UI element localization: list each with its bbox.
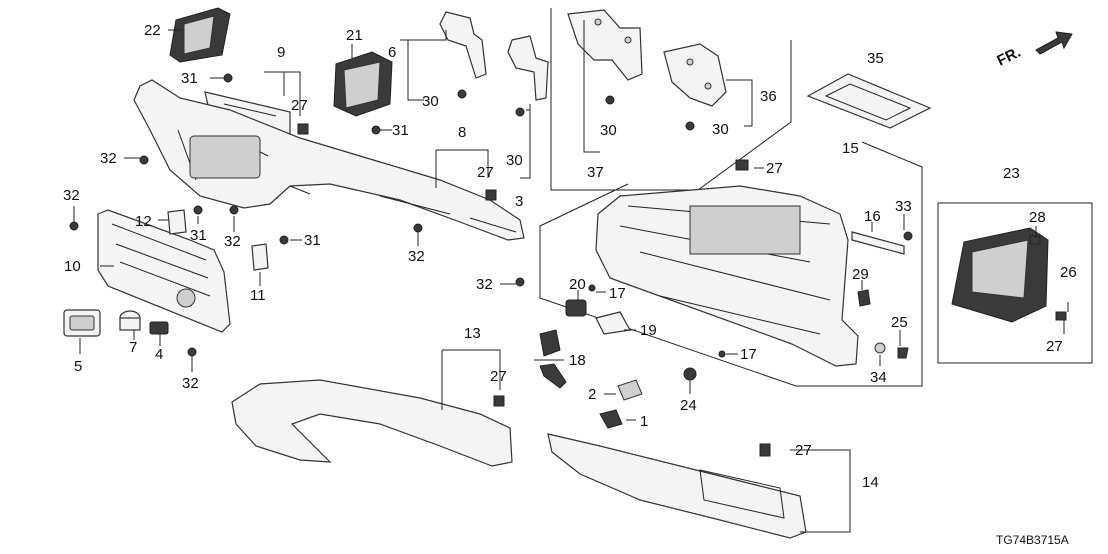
callout-35: 35 [867, 50, 884, 67]
striker-part-19 [595, 311, 631, 335]
side-vent-part-22 [169, 7, 231, 63]
callout-10: 10 [64, 258, 81, 275]
callout-1: 1 [640, 413, 648, 430]
callout-31c: 31 [190, 227, 207, 244]
callout-33: 33 [895, 198, 912, 215]
callout-4: 4 [155, 346, 163, 363]
switch-part-4 [149, 321, 169, 335]
bolt-part-24 [683, 367, 697, 381]
callout-24: 24 [680, 397, 697, 414]
bracket-part-6 [439, 11, 487, 79]
glove-box-part-15 [595, 185, 859, 367]
callout-21: 21 [346, 27, 363, 44]
callout-7: 7 [129, 339, 137, 356]
callout-12: 12 [135, 213, 152, 230]
callout-31a: 31 [181, 70, 198, 87]
knob-part-7 [119, 310, 141, 331]
callout-18: 18 [569, 352, 586, 369]
callout-32f: 32 [182, 375, 199, 392]
clip-part-12 [167, 209, 187, 235]
callout-32e: 32 [476, 276, 493, 293]
callout-13: 13 [464, 325, 481, 342]
callout-34: 34 [870, 369, 887, 386]
callout-31b: 31 [392, 122, 409, 139]
callout-17a: 17 [609, 285, 626, 302]
callout-27a: 27 [291, 97, 308, 114]
bracket-part-37 [567, 9, 643, 81]
callout-36: 36 [760, 88, 777, 105]
callout-28: 28 [1029, 209, 1046, 226]
callout-26: 26 [1060, 264, 1077, 281]
callout-32c: 32 [224, 233, 241, 250]
bracket-part-11 [251, 243, 269, 271]
lock-cylinder-part-18 [539, 329, 567, 389]
callout-30b: 30 [506, 152, 523, 169]
clip-part-27 [297, 123, 1067, 457]
instrument-panel-upper [133, 79, 525, 241]
callout-32a: 32 [100, 150, 117, 167]
callout-30c: 30 [600, 122, 617, 139]
callout-8: 8 [458, 124, 466, 141]
lower-cover-part-14 [547, 433, 807, 539]
callout-6: 6 [388, 44, 396, 61]
callout-9: 9 [277, 44, 285, 61]
screws [69, 73, 913, 358]
latch-part-20 [565, 299, 587, 317]
center-vent-part-21 [333, 51, 393, 117]
fastener-part-1 [599, 409, 623, 429]
callout-29: 29 [852, 266, 869, 283]
front-direction-arrow-icon [1035, 31, 1073, 55]
callout-31d: 31 [304, 232, 321, 249]
bracket-part-3 [507, 35, 549, 101]
callout-16: 16 [864, 208, 881, 225]
side-panel-part-13 [231, 379, 513, 467]
callout-11: 11 [250, 287, 266, 304]
diagram-code: TG74B3715A [996, 533, 1069, 547]
callout-14: 14 [862, 474, 879, 491]
callout-23: 23 [1003, 165, 1020, 182]
pad-part-35 [806, 73, 932, 129]
callout-22: 22 [144, 22, 161, 39]
callout-19: 19 [640, 322, 657, 339]
callout-2: 2 [588, 386, 596, 403]
damper-part-16 [851, 231, 905, 255]
vent-part-23 [951, 227, 1049, 323]
callout-5: 5 [74, 358, 82, 375]
glove-box-group-box [539, 141, 923, 387]
vent-group-box [937, 202, 1093, 364]
callout-27d: 27 [490, 368, 507, 385]
callout-20: 20 [569, 276, 586, 293]
callout-27c: 27 [766, 160, 783, 177]
cap-part-25 [897, 347, 909, 359]
callout-3: 3 [515, 193, 523, 210]
bracket-part-36 [663, 43, 727, 107]
front-direction-label: FR. [994, 44, 1023, 70]
switch-part-5 [63, 309, 101, 337]
callout-32b: 32 [63, 187, 80, 204]
callout-27e: 27 [795, 442, 812, 459]
callout-30d: 30 [712, 121, 729, 138]
callout-32d: 32 [408, 248, 425, 265]
callout-37: 37 [587, 164, 604, 181]
callout-30a: 30 [422, 93, 439, 110]
washer-part-34 [874, 342, 886, 354]
callout-27f: 27 [1046, 338, 1063, 355]
callout-25: 25 [891, 314, 908, 331]
leader-lines [73, 20, 1069, 533]
clip-part-29 [857, 289, 871, 307]
lower-panel-part-10 [97, 209, 231, 333]
callout-17b: 17 [740, 346, 757, 363]
callout-27b: 27 [477, 164, 494, 181]
fastener-part-2 [617, 379, 643, 401]
callout-15: 15 [842, 140, 859, 157]
